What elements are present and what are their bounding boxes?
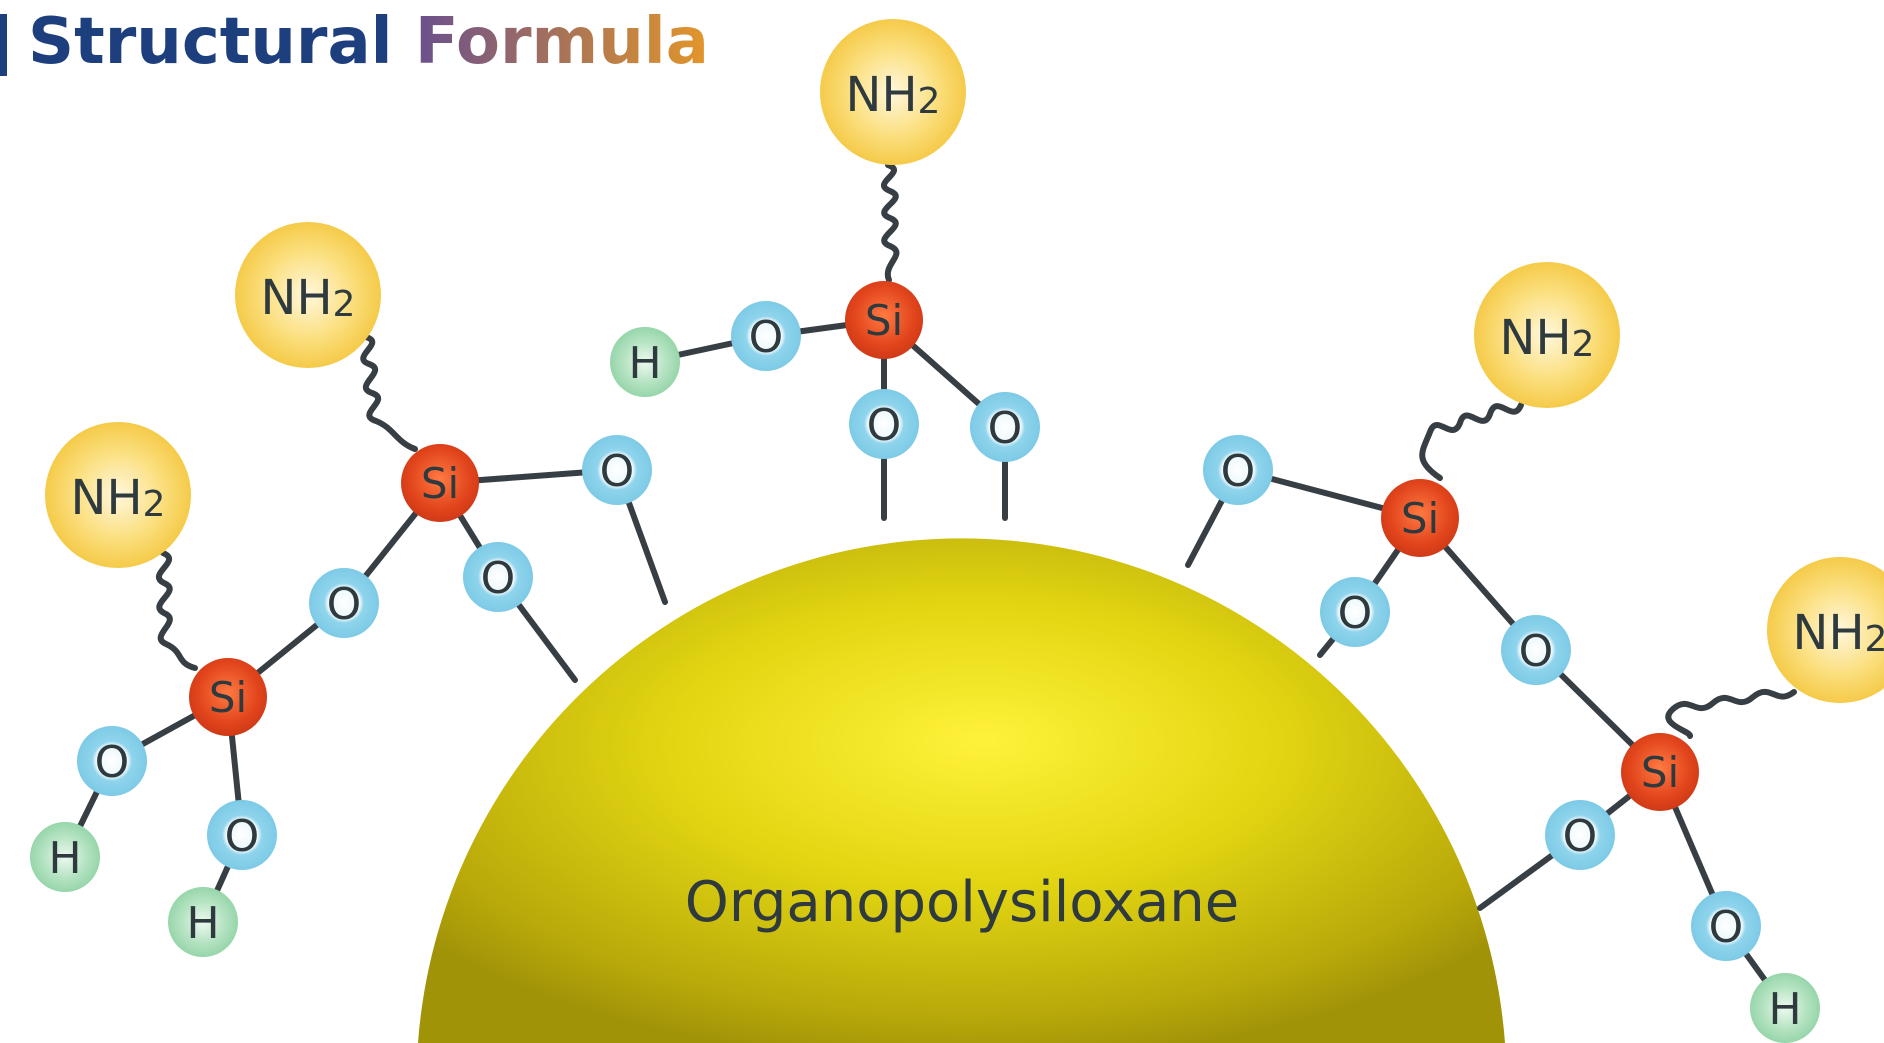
amine-group: NH2 xyxy=(1474,262,1620,408)
svg-text:Si: Si xyxy=(209,673,247,722)
svg-text:O: O xyxy=(1221,446,1256,497)
svg-text:O: O xyxy=(481,553,516,604)
oxygen-atom: O xyxy=(309,568,379,638)
amine-group: NH2 xyxy=(820,19,966,165)
svg-text:O: O xyxy=(225,811,260,862)
silicon-atom: Si xyxy=(189,658,267,736)
core-label: Organopolysiloxane xyxy=(685,870,1239,935)
svg-text:Si: Si xyxy=(865,296,903,345)
hydrogen-atom: H xyxy=(30,822,100,892)
svg-text:Si: Si xyxy=(1641,748,1679,797)
amine-groups: NH2 NH2 NH2 NH2 NH2 xyxy=(45,19,1884,703)
title-accent-bar xyxy=(0,14,7,76)
oxygen-atom: O xyxy=(1545,800,1615,870)
oxygen-atom: O xyxy=(849,389,919,459)
alkyl-chains xyxy=(156,162,1797,739)
hydrogen-atoms: H H H H xyxy=(30,327,1820,1043)
svg-text:NH2: NH2 xyxy=(71,470,166,526)
svg-text:O: O xyxy=(1563,811,1598,862)
hydrogen-atom: H xyxy=(610,327,680,397)
oxygen-atom: O xyxy=(207,800,277,870)
svg-text:O: O xyxy=(600,446,635,497)
silicon-atom: Si xyxy=(845,281,923,359)
svg-text:O: O xyxy=(327,579,362,630)
svg-text:H: H xyxy=(48,833,81,884)
svg-text:O: O xyxy=(95,737,130,788)
silicon-atom: Si xyxy=(401,444,479,522)
oxygen-atom: O xyxy=(463,542,533,612)
organopolysiloxane-core xyxy=(418,538,1505,1043)
svg-text:H: H xyxy=(186,898,219,949)
silicon-atom: Si xyxy=(1381,479,1459,557)
title-text: Structural Formula xyxy=(28,2,709,82)
amine-group: NH2 xyxy=(45,422,191,568)
svg-text:H: H xyxy=(1768,984,1801,1035)
oxygen-atoms: O O O O O O O O O O O O O xyxy=(77,301,1761,961)
svg-text:Si: Si xyxy=(1401,494,1439,543)
title-word-formula: Formula xyxy=(414,5,709,79)
oxygen-atom: O xyxy=(970,392,1040,462)
svg-text:NH2: NH2 xyxy=(1500,310,1595,366)
hydrogen-atom: H xyxy=(168,887,238,957)
silicon-atom: Si xyxy=(1621,733,1699,811)
svg-text:O: O xyxy=(1338,588,1373,639)
silicon-atoms: Si Si Si Si Si xyxy=(189,281,1699,811)
oxygen-atom: O xyxy=(1203,435,1273,505)
amine-group: NH2 xyxy=(235,222,381,368)
hydrogen-atom: H xyxy=(1750,973,1820,1043)
svg-text:O: O xyxy=(867,400,902,451)
oxygen-atom: O xyxy=(1320,577,1390,647)
oxygen-atom: O xyxy=(582,435,652,505)
oxygen-atom: O xyxy=(1691,891,1761,961)
svg-text:H: H xyxy=(628,338,661,389)
svg-text:NH2: NH2 xyxy=(846,67,941,123)
title-word-structural: Structural xyxy=(28,5,393,79)
oxygen-atom: O xyxy=(731,301,801,371)
amine-group: NH2 xyxy=(1767,557,1884,703)
svg-text:O: O xyxy=(749,312,784,363)
oxygen-atom: O xyxy=(77,726,147,796)
svg-text:O: O xyxy=(1709,902,1744,953)
svg-text:Si: Si xyxy=(421,459,459,508)
svg-text:O: O xyxy=(988,403,1023,454)
svg-text:NH2: NH2 xyxy=(261,270,356,326)
oxygen-atom: O xyxy=(1501,615,1571,685)
svg-text:NH2: NH2 xyxy=(1793,605,1884,661)
svg-text:O: O xyxy=(1519,626,1554,677)
